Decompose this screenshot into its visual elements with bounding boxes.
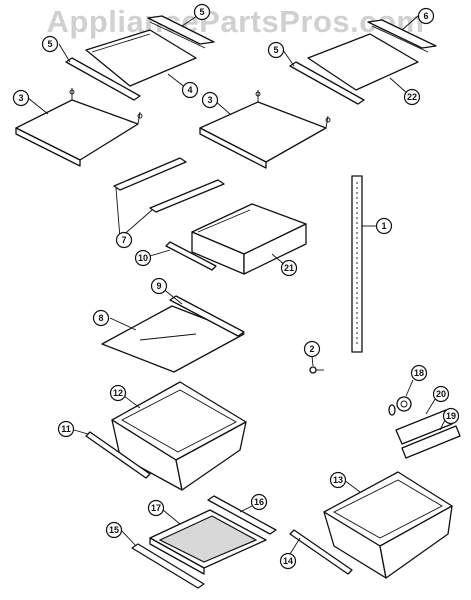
drawer-slide-rails-part-7 xyxy=(113,157,225,213)
svg-text:16: 16 xyxy=(254,497,264,507)
callout-5c: 5 xyxy=(267,41,285,59)
svg-text:7: 7 xyxy=(121,235,126,245)
callout-5b: 5 xyxy=(193,3,211,21)
shelf-rear-trim-part-6 xyxy=(367,19,437,53)
shelf-front-trim-part-5-left xyxy=(65,57,141,101)
callout-11: 11 xyxy=(57,420,75,438)
callout-16: 16 xyxy=(250,493,268,511)
svg-text:3: 3 xyxy=(207,95,212,105)
svg-text:17: 17 xyxy=(151,503,161,513)
callout-4: 4 xyxy=(181,81,199,99)
humidity-control-knob-part-18 xyxy=(388,396,412,416)
shelf-frame-part-3-left xyxy=(15,88,143,167)
callout-12: 12 xyxy=(109,384,127,402)
svg-text:22: 22 xyxy=(407,92,417,102)
svg-text:1: 1 xyxy=(381,221,386,231)
glass-shelf-part-4 xyxy=(85,29,197,87)
humidity-control-slide-part-19 xyxy=(401,425,461,459)
pan-cover-trim-part-16 xyxy=(207,495,277,535)
pan-cover-trim-part-15 xyxy=(131,543,205,589)
svg-text:5: 5 xyxy=(47,39,52,49)
svg-text:18: 18 xyxy=(414,368,424,378)
callout-13: 13 xyxy=(329,471,347,489)
callout-5a: 5 xyxy=(41,35,59,53)
meat-pan-rail-part-14 xyxy=(289,529,353,575)
shelf-rear-trim-left xyxy=(147,15,215,49)
callout-8: 8 xyxy=(92,309,110,327)
svg-text:14: 14 xyxy=(283,556,293,566)
crisper-cover-glass-part-8 xyxy=(101,305,245,373)
shelf-frame-part-3-right xyxy=(199,90,331,169)
svg-text:8: 8 xyxy=(98,313,103,323)
callout-18: 18 xyxy=(410,364,428,382)
screw-part-2 xyxy=(309,366,324,374)
svg-text:3: 3 xyxy=(18,93,23,103)
svg-text:9: 9 xyxy=(156,281,161,291)
drawer-cover-strip-part-10 xyxy=(165,241,217,271)
svg-text:21: 21 xyxy=(284,263,294,273)
svg-text:13: 13 xyxy=(333,475,343,485)
callout-3a: 3 xyxy=(12,89,30,107)
shelf-support-ladder-part-1 xyxy=(351,175,363,353)
svg-text:20: 20 xyxy=(436,389,446,399)
svg-text:10: 10 xyxy=(138,253,148,263)
glass-shelf-part-22 xyxy=(307,33,419,91)
callout-15: 15 xyxy=(105,521,123,539)
callout-14: 14 xyxy=(279,552,297,570)
watermark-text: AppliancePartsPros.com xyxy=(46,4,425,39)
shelf-front-trim-part-5-right xyxy=(289,61,365,105)
deli-drawer-part-21 xyxy=(191,203,307,275)
callout-7: 7 xyxy=(115,231,133,249)
callout-22: 22 xyxy=(403,88,421,106)
callout-6: 6 xyxy=(417,7,435,25)
svg-text:15: 15 xyxy=(109,525,119,535)
callout-17: 17 xyxy=(147,499,165,517)
svg-text:19: 19 xyxy=(446,411,456,421)
svg-text:6: 6 xyxy=(423,11,428,21)
crisper-pan-part-12 xyxy=(111,381,247,491)
svg-text:12: 12 xyxy=(113,388,123,398)
pan-cover-frame-part-17 xyxy=(149,509,267,575)
callout-19: 19 xyxy=(442,407,460,425)
callout-10: 10 xyxy=(134,249,152,267)
callout-20: 20 xyxy=(432,385,450,403)
svg-text:4: 4 xyxy=(187,85,192,95)
callout-1: 1 xyxy=(375,217,393,235)
meat-pan-part-13 xyxy=(323,471,453,579)
svg-text:11: 11 xyxy=(61,424,71,434)
svg-text:2: 2 xyxy=(309,344,314,354)
callout-9: 9 xyxy=(150,277,168,295)
leader-lines xyxy=(27,13,446,555)
crisper-rail-part-11 xyxy=(85,431,151,479)
callout-2: 2 xyxy=(303,340,321,358)
callout-21: 21 xyxy=(280,259,298,277)
svg-text:5: 5 xyxy=(199,7,204,17)
callout-3b: 3 xyxy=(201,91,219,109)
svg-text:5: 5 xyxy=(273,45,278,55)
